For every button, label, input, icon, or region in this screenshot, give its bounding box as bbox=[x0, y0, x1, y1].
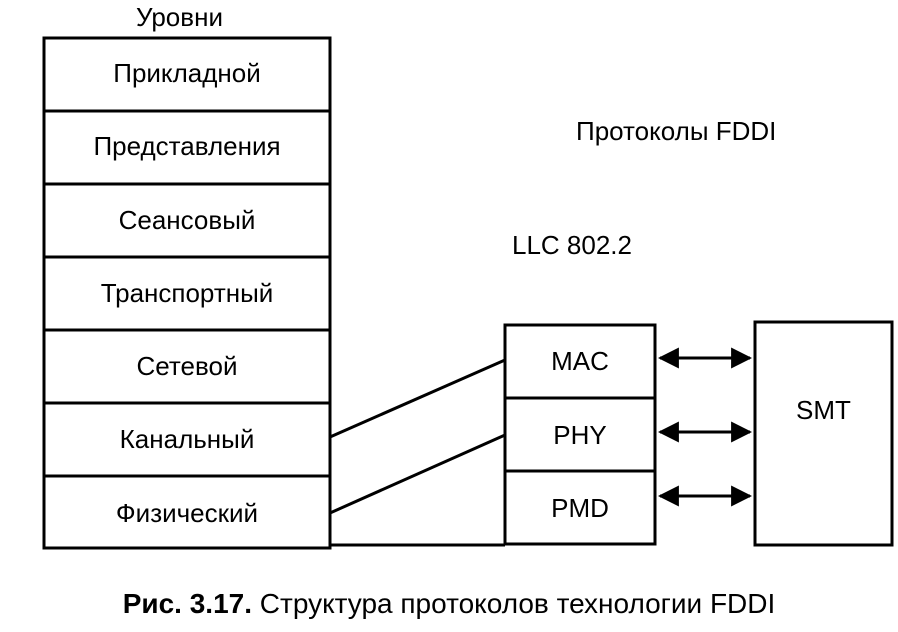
mapping-line-datalink bbox=[329, 358, 506, 439]
osi-layer-presentation: Представления bbox=[93, 131, 281, 161]
fddi-heading: Протоколы FDDI bbox=[576, 116, 777, 146]
fddi-sublayer-phy: PHY bbox=[553, 420, 607, 450]
fddi-stack-box bbox=[503, 323, 657, 546]
smt-box bbox=[753, 320, 894, 547]
smt-label: SMT bbox=[796, 395, 851, 425]
osi-layer-session: Сеансовый bbox=[118, 205, 256, 235]
figure-caption: Рис. 3.17. Структура протоколов технолог… bbox=[0, 590, 898, 618]
osi-stack-box bbox=[42, 36, 332, 550]
caption-text: Структура протоколов технологии FDDI bbox=[252, 588, 776, 619]
fddi-sublayer-pmd: PMD bbox=[551, 493, 609, 523]
osi-layer-physical: Физический bbox=[115, 498, 259, 528]
osi-layer-network: Сетевой bbox=[136, 351, 238, 381]
caption-prefix: Рис. 3.17. bbox=[122, 588, 252, 619]
llc-label: LLC 802.2 bbox=[512, 230, 632, 260]
fddi-sublayer-mac: MAC bbox=[551, 346, 609, 376]
osi-layer-application: Прикладной bbox=[113, 58, 261, 88]
mapping-line-physical bbox=[329, 433, 506, 515]
osi-heading: Уровни bbox=[136, 2, 223, 32]
osi-layer-datalink: Канальный bbox=[119, 424, 255, 454]
osi-layer-transport: Транспортный bbox=[100, 278, 274, 308]
